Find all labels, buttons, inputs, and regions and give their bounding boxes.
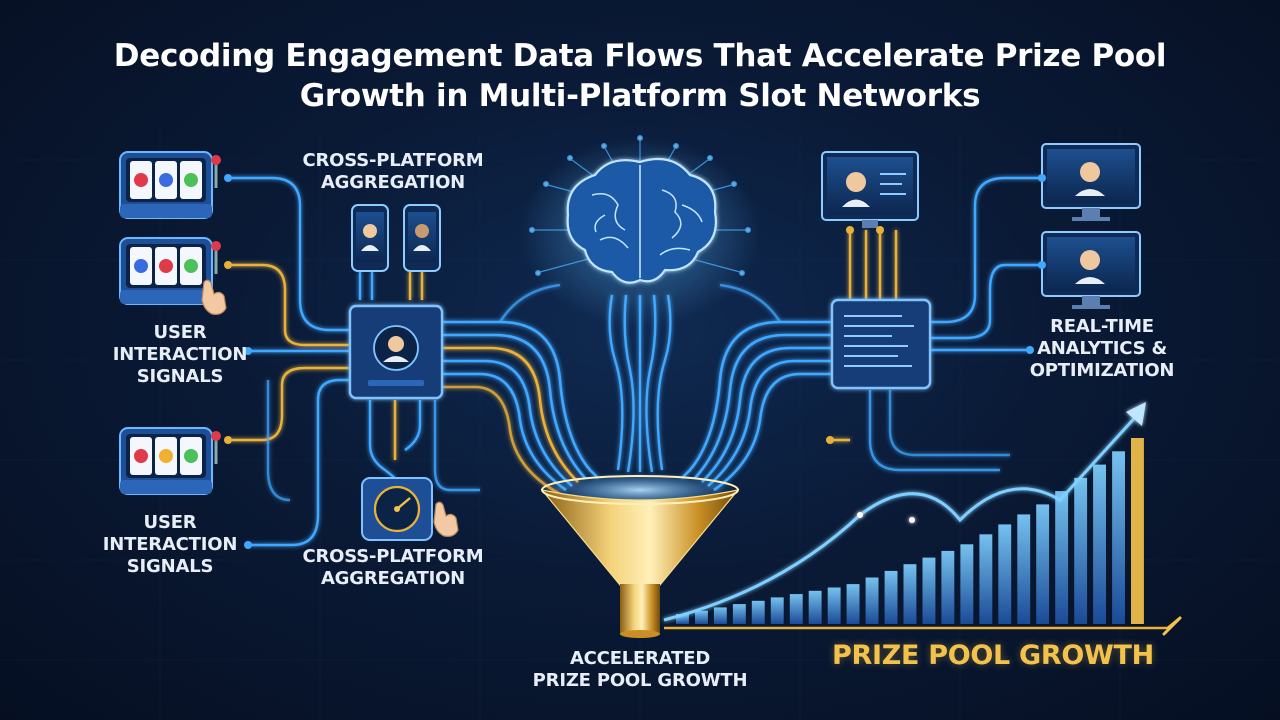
label-line: SIGNALS: [126, 556, 214, 577]
growth-bar: [713, 607, 727, 624]
growth-bar: [1036, 504, 1050, 624]
left-trunk-flows: [442, 283, 599, 496]
slot-machine-icon: [119, 151, 221, 219]
connector-dots: [224, 174, 1046, 549]
label-line: OPTIMIZATION: [1029, 360, 1175, 381]
growth-bar: [827, 587, 841, 624]
trend-arrow-icon: [663, 402, 1146, 622]
label-line: AGGREGATION: [320, 568, 466, 589]
page-title-line-2: Growth in Multi-Platform Slot Networks: [299, 78, 981, 114]
growth-bar: [808, 590, 822, 624]
real-time-analytics-label: REAL-TIME ANALYTICS & OPTIMIZATION: [1022, 316, 1182, 382]
prize-pool-growth-caption: PRIZE POOL GROWTH: [832, 640, 1154, 671]
pointing-hand-icon: [201, 279, 227, 315]
growth-bar: [1017, 514, 1031, 624]
phone-icon: [403, 204, 441, 272]
brain-icon: [520, 137, 760, 327]
user-interaction-signals-label-bottom: USER INTERACTION SIGNALS: [100, 512, 240, 578]
label-line: USER: [153, 322, 207, 343]
growth-bar: [1093, 464, 1106, 624]
label-line: PRIZE POOL GROWTH: [532, 670, 748, 691]
growth-bar: [695, 610, 708, 624]
monitor-icon: [821, 151, 919, 228]
dial-icon: [361, 477, 433, 541]
growth-bar: [676, 614, 689, 624]
growth-bar: [998, 524, 1012, 624]
label-line: SIGNALS: [136, 366, 224, 387]
cross-platform-aggregation-label-bottom: CROSS-PLATFORM AGGREGATION: [298, 546, 488, 590]
pointing-hand-icon: [433, 501, 459, 537]
growth-bar: [884, 570, 898, 624]
label-line: AGGREGATION: [320, 172, 466, 193]
processor-chip-icon: [830, 298, 932, 390]
slot-machine-icon: [119, 427, 221, 495]
label-line: REAL-TIME: [1050, 316, 1154, 337]
right-data-flows: [830, 176, 1042, 472]
page-title-line-1: Decoding Engagement Data Flows That Acce…: [113, 38, 1167, 74]
slot-machine-icon: [119, 237, 221, 305]
growth-bar: [789, 594, 803, 624]
growth-bar: [865, 577, 879, 624]
growth-bar: [1055, 491, 1069, 624]
growth-bar: [751, 600, 765, 625]
accelerated-prize-pool-growth-label: ACCELERATED PRIZE POOL GROWTH: [520, 648, 760, 692]
growth-bar: [960, 544, 974, 624]
growth-bar: [903, 564, 917, 624]
growth-bar: [1112, 451, 1125, 624]
growth-bar: [732, 604, 746, 624]
phone-icon: [351, 204, 389, 272]
cross-platform-aggregation-label-top: CROSS-PLATFORM AGGREGATION: [298, 150, 488, 194]
growth-bar: [846, 584, 860, 624]
label-line: INTERACTION: [102, 534, 238, 555]
label-line: ACCELERATED: [569, 648, 711, 669]
growth-bar: [770, 597, 784, 624]
processor-chip-icon: [348, 304, 444, 400]
left-data-flows: [228, 176, 480, 547]
growth-bar: [979, 534, 993, 624]
label-line: INTERACTION: [112, 344, 248, 365]
growth-chart: [676, 438, 1144, 625]
monitor-icon: [1041, 143, 1141, 221]
label-line: USER: [143, 512, 197, 533]
growth-bar: [941, 550, 955, 624]
growth-bar: [1131, 438, 1144, 624]
monitor-icon: [1041, 231, 1141, 309]
funnel-icon: [540, 472, 740, 638]
growth-bar: [922, 557, 936, 624]
right-trunk-flows: [681, 283, 832, 492]
chart-baseline-arrow: [664, 616, 1182, 636]
label-line: CROSS-PLATFORM: [302, 150, 484, 171]
label-line: CROSS-PLATFORM: [302, 546, 484, 567]
label-line: ANALYTICS &: [1037, 338, 1167, 359]
growth-bar: [1074, 477, 1088, 624]
user-interaction-signals-label-top: USER INTERACTION SIGNALS: [110, 322, 250, 388]
